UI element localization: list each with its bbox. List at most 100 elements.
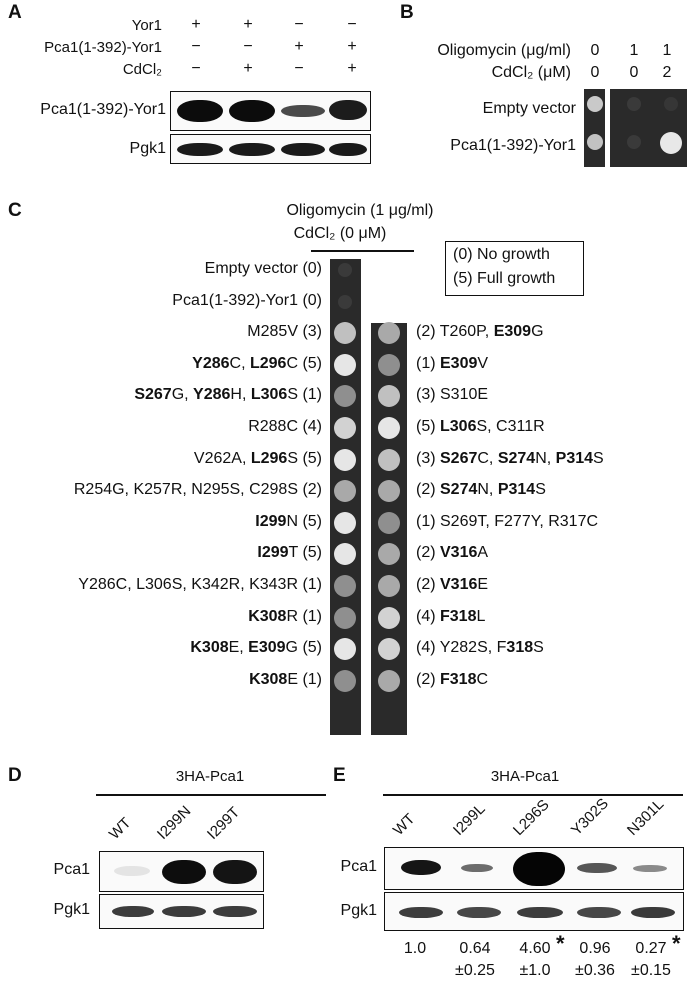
growth-spot [378,638,400,661]
significance-star: * [556,931,565,956]
band [577,863,617,873]
panel-b-cdcl2-value: 0 [629,64,639,81]
panel-a-sign: + [243,16,253,33]
mutant-left-label: Y286C, L306S, K342R, K343R (1) [78,576,322,593]
growth-spot [378,385,400,408]
panel-a-sign: − [191,60,201,77]
panel-a-sign: + [294,38,304,55]
panel-b-cdcl2-value: 0 [590,64,600,81]
band [329,143,367,156]
band [281,105,325,117]
panel-a-loading-label: Pgk1 [129,140,166,157]
panel-d-pca1-label: Pca1 [53,861,90,878]
yeast-spot [627,135,641,149]
quant-mean: 0.64 [459,940,491,957]
quant-mean: 0.96 [579,940,611,957]
yeast-spot [660,132,682,154]
panel-a-sign: + [347,38,357,55]
panel-d-lane-label: I299T [203,803,244,843]
mutant-right-label: (5) L306S, C311R [416,418,545,435]
quant-sd: ±0.25 [455,962,495,979]
band [631,907,675,918]
panel-d-header: 3HA-Pca1 [175,768,245,785]
panel-b-oligomycin-value: 1 [662,42,672,59]
mutant-right-label: (3) S267C, S274N, P314S [416,449,604,467]
panel-a-row-label: CdCl₂ [122,61,162,78]
panel-d-header-rule [96,794,326,796]
panel-e-lane-label: WT [389,810,419,839]
band [461,864,493,872]
panel-e-pgk1-label: Pgk1 [340,902,377,919]
band [633,865,667,872]
panel-e-lane-label: Y302S [567,795,612,839]
band [177,100,223,122]
growth-spot [338,294,352,309]
panel-a-sign: − [294,60,304,77]
growth-spot [378,575,400,597]
panel-e-pca1-blot [384,847,684,890]
panel-a-sign: − [243,38,253,55]
mutant-left-label: S267G, Y286H, L306S (1) [134,386,322,404]
growth-spot [334,353,356,376]
growth-spot [378,417,400,439]
band [162,906,206,917]
panel-b-oligomycin-value: 0 [590,42,600,59]
panel-a-sign: − [191,38,201,55]
panel-d-pca1-blot [99,851,264,892]
panel-b-cdcl2-label: CdCl₂ (μM) [491,64,571,81]
quant-mean: 0.27 [635,940,667,957]
panel-c-title: Oligomycin (1 μg/ml) [286,202,434,219]
growth-spot [378,606,400,629]
panel-a-sign: − [347,16,357,33]
panel-a-row-label: Pca1(1-392)-Yor1 [44,39,162,56]
growth-spot [334,417,356,439]
panel-a-sign: + [347,60,357,77]
yeast-spot [627,97,641,111]
mutant-right-label: (4) F318L [416,607,486,625]
band [517,907,563,918]
band [281,143,325,156]
mutant-right-label: (1) S269T, F277Y, R317C [416,512,599,530]
band [162,860,206,884]
band [112,906,154,917]
growth-legend: (0) No growth (5) Full growth [445,241,584,296]
panel-e-lane-label: L296S [509,796,553,839]
panel-d-lane-label: WT [105,814,135,843]
mutant-right-label: (3) S310E [416,386,489,404]
mutant-left-label: K308E, E309G (5) [190,639,322,657]
panel-c-subtitle: CdCl₂ (0 μM) [293,225,387,242]
panel-a-label: A [8,2,22,23]
band [229,100,275,122]
quant-sd: ±0.36 [575,962,615,979]
band [229,143,275,156]
mutant-right-label: (2) V316A [416,544,489,562]
growth-spot [334,480,356,503]
band [513,852,565,886]
panel-e-lane-label: I299L [449,800,489,839]
mutant-right-label: (2) T260P, E309G [416,323,544,341]
panel-d-lane-label: I299N [153,802,195,843]
mutant-left-label: M285V (3) [247,323,322,341]
panel-a-target-blot [170,91,371,131]
yeast-spot [587,134,603,150]
band [177,143,223,156]
growth-spot [378,353,400,376]
mutant-left-label: I299N (5) [255,512,322,530]
band [114,866,150,876]
band [401,860,441,875]
panel-c-label: C [8,200,22,221]
panel-a-sign: + [243,60,253,77]
mutant-left-label: V262A, L296S (5) [193,449,322,467]
panel-e-pgk1-blot [384,892,684,931]
band [577,907,621,918]
panel-e-header: 3HA-Pca1 [490,768,560,785]
quant-sd: ±1.0 [519,962,551,979]
band [399,907,443,918]
band [457,907,501,918]
mutant-left-label: R254G, K257R, N295S, C298S (2) [73,481,322,499]
growth-spot [334,638,356,661]
growth-spot [334,448,356,471]
growth-spot [334,543,356,566]
quant-sd: ±0.15 [631,962,671,979]
panel-e-pca1-label: Pca1 [340,858,377,875]
